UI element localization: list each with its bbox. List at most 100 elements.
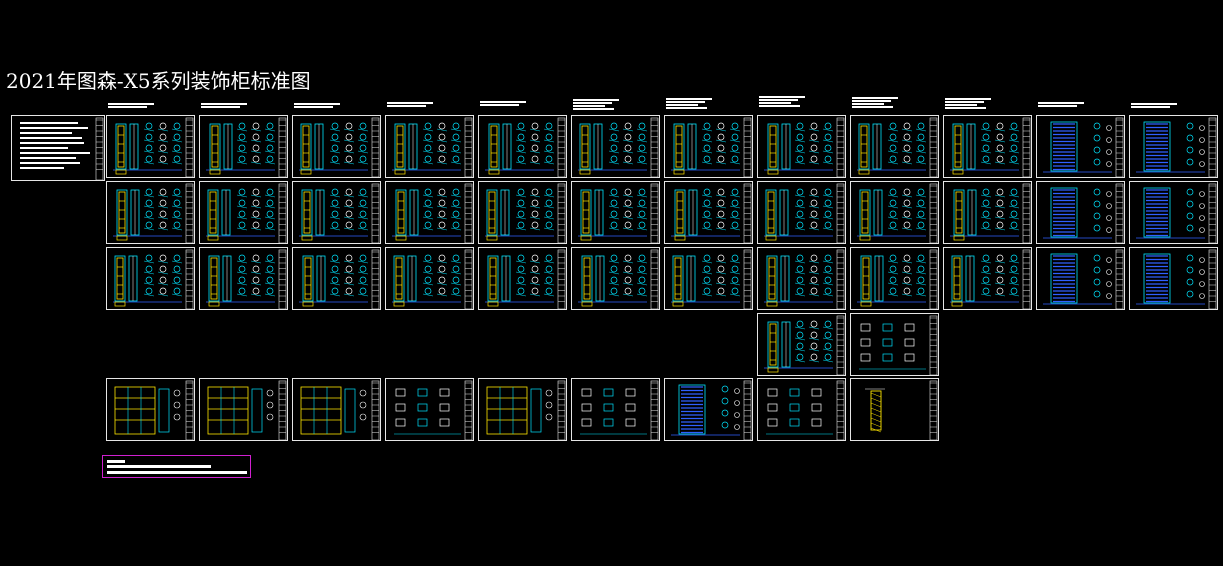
drawing-sheet[interactable]: [199, 247, 288, 310]
drawing-sheet[interactable]: [106, 378, 195, 441]
sheet-drawing: [764, 315, 845, 376]
drawing-sheet[interactable]: [571, 378, 660, 441]
sheet-drawing: [1043, 183, 1124, 244]
drawing-sheet[interactable]: [757, 378, 846, 441]
drawing-sheet[interactable]: [292, 378, 381, 441]
sheet-drawing: [671, 183, 752, 244]
drawing-sheet[interactable]: [385, 378, 474, 441]
drawing-sheet[interactable]: [292, 181, 381, 244]
sheet-drawing: [206, 117, 287, 178]
legend-line: [107, 471, 247, 474]
sheet-drawing: [1136, 249, 1217, 310]
sheet-drawing: [113, 117, 194, 178]
legend-line: [107, 465, 211, 468]
sheet-drawing: [207, 380, 287, 441]
sheet-drawing: [392, 183, 473, 244]
sheet-drawing: [20, 117, 104, 181]
drawing-sheet[interactable]: [1036, 181, 1125, 244]
sheet-drawing: [764, 249, 845, 310]
drawing-sheet[interactable]: [199, 378, 288, 441]
drawing-sheet[interactable]: [757, 115, 846, 178]
drawing-sheet[interactable]: [199, 115, 288, 178]
drawing-sheet[interactable]: [385, 181, 474, 244]
sheet-drawing: [299, 249, 380, 310]
drawing-sheet[interactable]: [1036, 247, 1125, 310]
drawing-sheet[interactable]: [106, 115, 195, 178]
drawing-sheet[interactable]: [478, 181, 567, 244]
drawing-sheet[interactable]: [943, 247, 1032, 310]
drawing-sheet[interactable]: [478, 115, 567, 178]
drawing-sheet[interactable]: [757, 247, 846, 310]
drawing-sheet[interactable]: [11, 115, 105, 181]
sheet-drawing: [485, 249, 566, 310]
sheet-drawing: [950, 117, 1031, 178]
sheet-drawing: [300, 380, 380, 441]
drawing-sheet[interactable]: [1129, 247, 1218, 310]
drawing-sheet[interactable]: [571, 181, 660, 244]
drawing-sheet[interactable]: [199, 181, 288, 244]
drawing-sheet[interactable]: [850, 313, 939, 376]
sheet-drawing: [950, 249, 1031, 310]
sheet-drawing: [299, 183, 380, 244]
drawing-sheet[interactable]: [385, 115, 474, 178]
sheet-drawing: [764, 117, 845, 178]
drawing-sheet[interactable]: [478, 378, 567, 441]
sheet-drawing: [392, 117, 473, 178]
sheet-drawing: [485, 117, 566, 178]
drawing-sheet[interactable]: [850, 378, 939, 441]
drawing-sheet[interactable]: [943, 115, 1032, 178]
legend-box[interactable]: [102, 455, 251, 478]
drawing-sheet[interactable]: [478, 247, 567, 310]
drawing-sheet[interactable]: [292, 247, 381, 310]
drawing-sheet[interactable]: [1036, 115, 1125, 178]
sheet-drawing: [950, 183, 1031, 244]
drawing-sheet[interactable]: [1129, 115, 1218, 178]
drawing-sheet[interactable]: [571, 115, 660, 178]
sheet-drawing: [485, 183, 566, 244]
sheet-drawing: [671, 117, 752, 178]
drawing-sheet[interactable]: [850, 181, 939, 244]
sheet-drawing: [859, 315, 938, 376]
sheet-drawing: [114, 380, 194, 441]
sheet-drawing: [580, 380, 659, 441]
sheet-drawing: [671, 380, 752, 441]
drawing-sheet[interactable]: [850, 115, 939, 178]
drawing-sheet[interactable]: [664, 378, 753, 441]
sheet-drawing: [857, 117, 938, 178]
drawing-sheet[interactable]: [1129, 181, 1218, 244]
sheet-drawing: [764, 183, 845, 244]
drawing-sheet[interactable]: [385, 247, 474, 310]
sheet-drawing: [865, 380, 938, 441]
drawing-sheet[interactable]: [106, 247, 195, 310]
drawing-sheet[interactable]: [757, 313, 846, 376]
sheet-drawing: [1043, 249, 1124, 310]
sheet-drawing: [113, 183, 194, 244]
drawing-sheet[interactable]: [664, 181, 753, 244]
sheet-drawing: [394, 380, 473, 441]
sheet-drawing: [1136, 117, 1217, 178]
page-title: 2021年图森-X5系列装饰柜标准图: [6, 69, 311, 93]
drawing-sheet[interactable]: [943, 181, 1032, 244]
sheet-drawing: [857, 183, 938, 244]
sheet-drawing: [766, 380, 845, 441]
sheet-drawing: [671, 249, 752, 310]
sheet-drawing: [578, 249, 659, 310]
sheet-drawing: [206, 183, 287, 244]
drawing-sheet[interactable]: [292, 115, 381, 178]
drawing-sheet[interactable]: [757, 181, 846, 244]
sheet-drawing: [299, 117, 380, 178]
drawing-sheet[interactable]: [664, 115, 753, 178]
sheet-drawing: [113, 249, 194, 310]
sheet-drawing: [1043, 117, 1124, 178]
sheet-drawing: [857, 249, 938, 310]
legend-line: [107, 460, 125, 463]
drawing-sheet[interactable]: [106, 181, 195, 244]
drawing-sheet[interactable]: [850, 247, 939, 310]
drawing-sheet[interactable]: [571, 247, 660, 310]
drawing-sheet[interactable]: [664, 247, 753, 310]
sheet-drawing: [206, 249, 287, 310]
sheet-drawing: [486, 380, 566, 441]
sheet-drawing: [392, 249, 473, 310]
sheet-drawing: [578, 117, 659, 178]
